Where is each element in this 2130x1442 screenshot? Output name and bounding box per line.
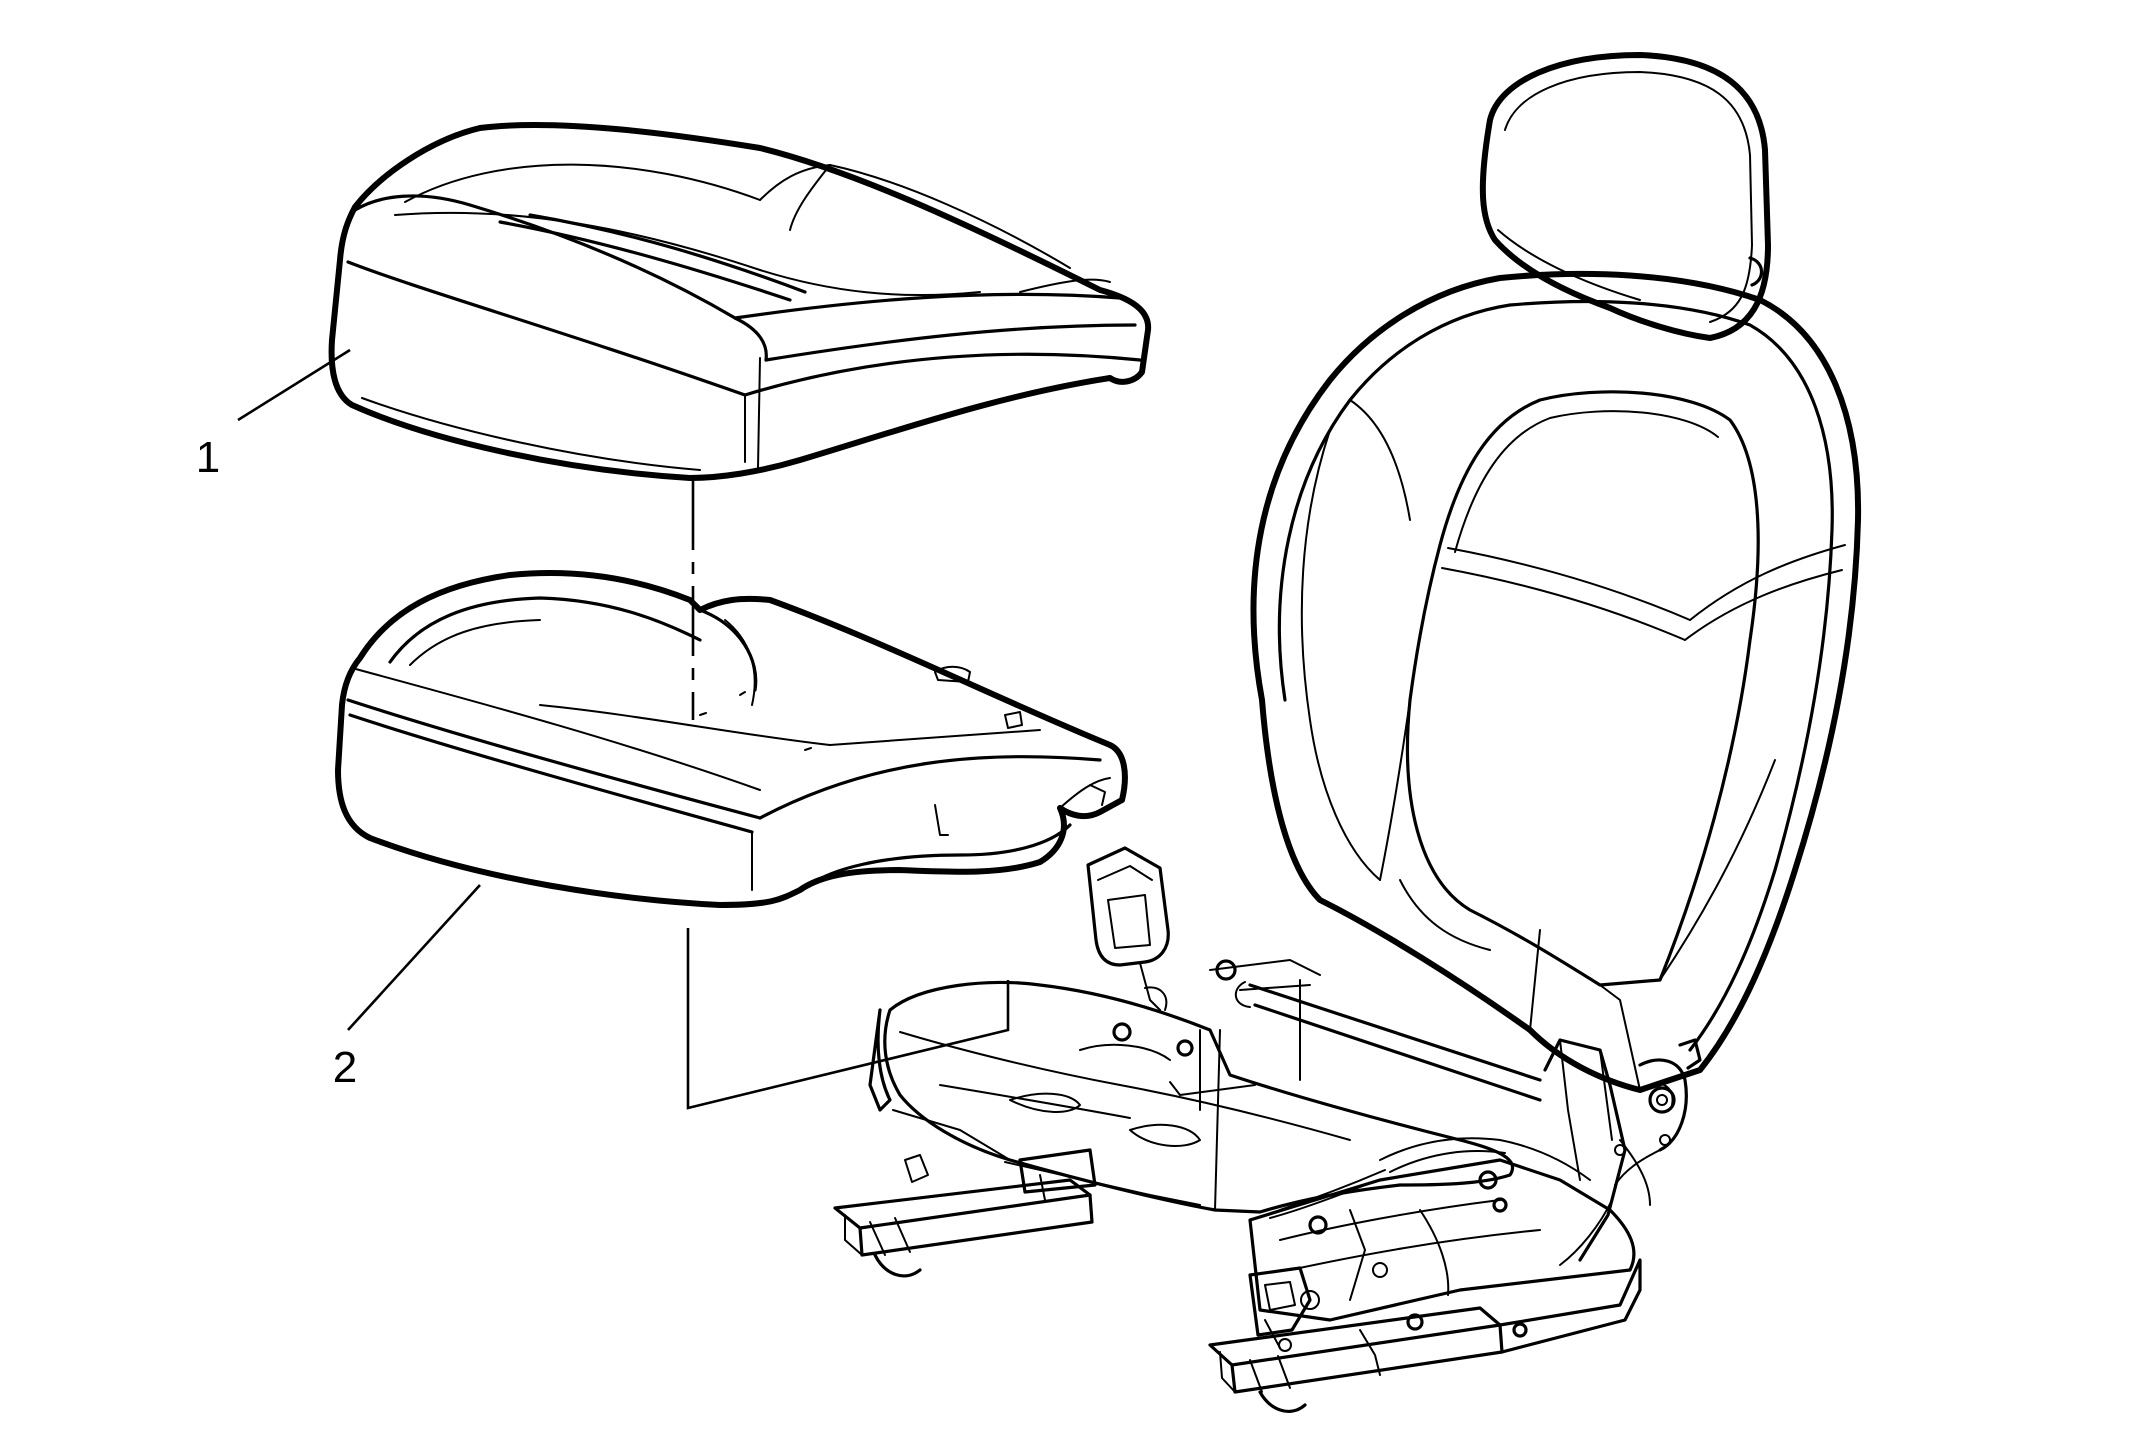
seat-cushion-cover bbox=[328, 122, 1152, 481]
callout-labels: 1 2 bbox=[196, 433, 357, 1092]
pad-frame-alignment-line bbox=[686, 928, 1010, 1110]
seat-frame bbox=[883, 959, 1671, 1235]
recliner-mechanism bbox=[1248, 1038, 1702, 1322]
leader-line-1 bbox=[237, 348, 351, 422]
seat-belt-buckle bbox=[1086, 846, 1170, 1011]
callout-label-1: 1 bbox=[196, 433, 220, 482]
callout-label-2: 2 bbox=[333, 1043, 357, 1092]
seat-back bbox=[1250, 270, 1862, 1093]
frame-underside bbox=[868, 1008, 1256, 1206]
leader-line-2 bbox=[347, 884, 481, 1031]
wiring-harness bbox=[1269, 1137, 1651, 1219]
headrest bbox=[1479, 52, 1771, 341]
callout-leaders bbox=[237, 348, 1010, 1110]
seat-assembly bbox=[833, 52, 1862, 1413]
seat-cushion-pad bbox=[335, 570, 1128, 908]
seat-adjuster-rails bbox=[833, 1148, 1642, 1413]
